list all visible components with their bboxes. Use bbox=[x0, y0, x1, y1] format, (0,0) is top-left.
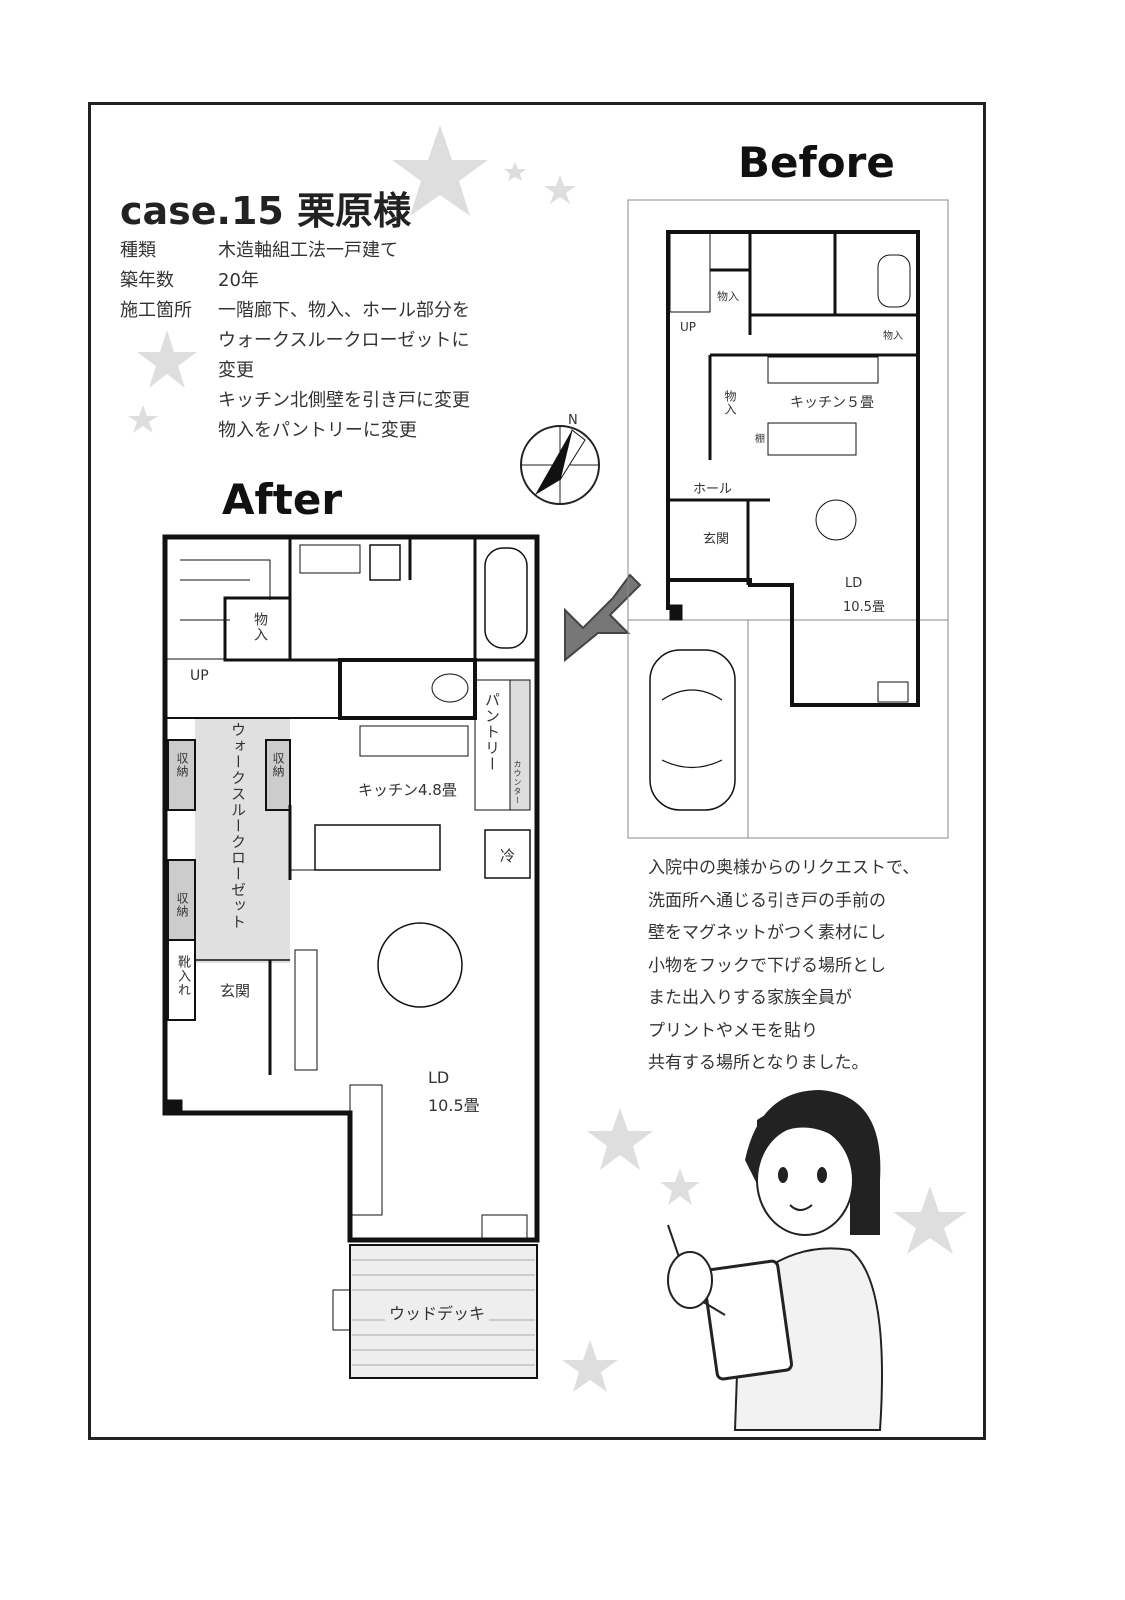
note-line: 共有する場所となりました。 bbox=[648, 1053, 869, 1073]
before-kitchen: キッチン５畳 bbox=[790, 395, 874, 411]
before-shelf: 棚 bbox=[755, 434, 765, 445]
after-up: UP bbox=[190, 668, 209, 684]
star-icon bbox=[660, 1168, 700, 1205]
after-kitchen: キッチン4.8畳 bbox=[358, 781, 457, 799]
star-icon bbox=[562, 1340, 618, 1392]
star-icon bbox=[392, 125, 488, 216]
info-line: ウォークスルークローゼットに bbox=[218, 330, 470, 351]
page-title: case.15 栗原様 bbox=[120, 189, 412, 233]
before-up: UP bbox=[680, 320, 697, 334]
after-storage: 物入 bbox=[252, 612, 268, 642]
after-shoe-storage: 靴入れ bbox=[175, 955, 190, 997]
before-hall: ホール bbox=[693, 482, 733, 497]
before-heading: Before bbox=[738, 138, 895, 187]
info-line: 物入をパントリーに変更 bbox=[218, 420, 417, 441]
info-line: キッチン北側壁を引き戸に変更 bbox=[218, 390, 470, 411]
after-entrance: 玄関 bbox=[220, 982, 251, 1000]
note-line: プリントやメモを貼り bbox=[648, 1020, 818, 1041]
star-icon bbox=[893, 1186, 967, 1254]
star-icon bbox=[587, 1108, 653, 1170]
after-walk-through-closet: ウォークスルークローゼット bbox=[229, 722, 247, 930]
before-storage-2: 物入 bbox=[883, 331, 903, 342]
page-frame bbox=[88, 102, 986, 1440]
after-shuno-3: 収納 bbox=[175, 892, 189, 918]
star-icon bbox=[504, 162, 526, 181]
after-fridge: 冷 bbox=[500, 847, 516, 865]
before-entrance: 玄関 bbox=[703, 532, 730, 547]
after-heading: After bbox=[222, 475, 343, 524]
description-note: 入院中の奥様からのリクエストで、 洗面所へ通じる引き戸の手前の 壁をマグネットが… bbox=[648, 852, 919, 1080]
arrow-icon bbox=[564, 573, 642, 663]
before-floor-plan bbox=[627, 199, 949, 839]
info-value: 木造軸組工法一戸建て bbox=[218, 240, 398, 261]
after-counter: カウンター bbox=[513, 760, 522, 805]
info-key: 施工箇所 bbox=[120, 300, 192, 321]
star-icons bbox=[128, 125, 967, 1392]
info-line: 一階廊下、物入、ホール部分を bbox=[218, 300, 470, 321]
after-floor-plan bbox=[162, 534, 540, 1379]
after-shuno-2: 収納 bbox=[271, 752, 285, 778]
compass-north-icon bbox=[520, 425, 600, 505]
after-wood-deck: ウッドデッキ bbox=[385, 1300, 490, 1324]
note-line: 小物をフックで下げる場所とし bbox=[648, 955, 886, 976]
note-line: 洗面所へ通じる引き戸の手前の bbox=[648, 890, 886, 911]
before-storage-1: 物入 bbox=[717, 290, 739, 303]
info-value: 20年 bbox=[218, 270, 259, 291]
before-ld-size: 10.5畳 bbox=[843, 600, 885, 615]
after-ld-size: 10.5畳 bbox=[428, 1096, 480, 1115]
note-line: 入院中の奥様からのリクエストで、 bbox=[648, 858, 920, 878]
after-shuno-1: 収納 bbox=[175, 752, 189, 778]
note-line: 壁をマグネットがつく素材にし bbox=[648, 923, 886, 943]
compass-label: N bbox=[568, 413, 578, 428]
after-pantry: パントリー bbox=[483, 692, 501, 772]
note-line: また出入りする家族全員が bbox=[648, 988, 852, 1008]
star-icon bbox=[128, 405, 158, 433]
info-key: 種類 bbox=[120, 240, 156, 261]
star-icon bbox=[544, 175, 576, 204]
before-ld: LD bbox=[845, 576, 863, 591]
star-icon bbox=[137, 330, 197, 388]
after-ld: LD bbox=[428, 1068, 450, 1087]
info-line: 変更 bbox=[218, 360, 254, 381]
info-key: 築年数 bbox=[120, 270, 174, 291]
before-storage-3: 物入 bbox=[723, 390, 737, 416]
